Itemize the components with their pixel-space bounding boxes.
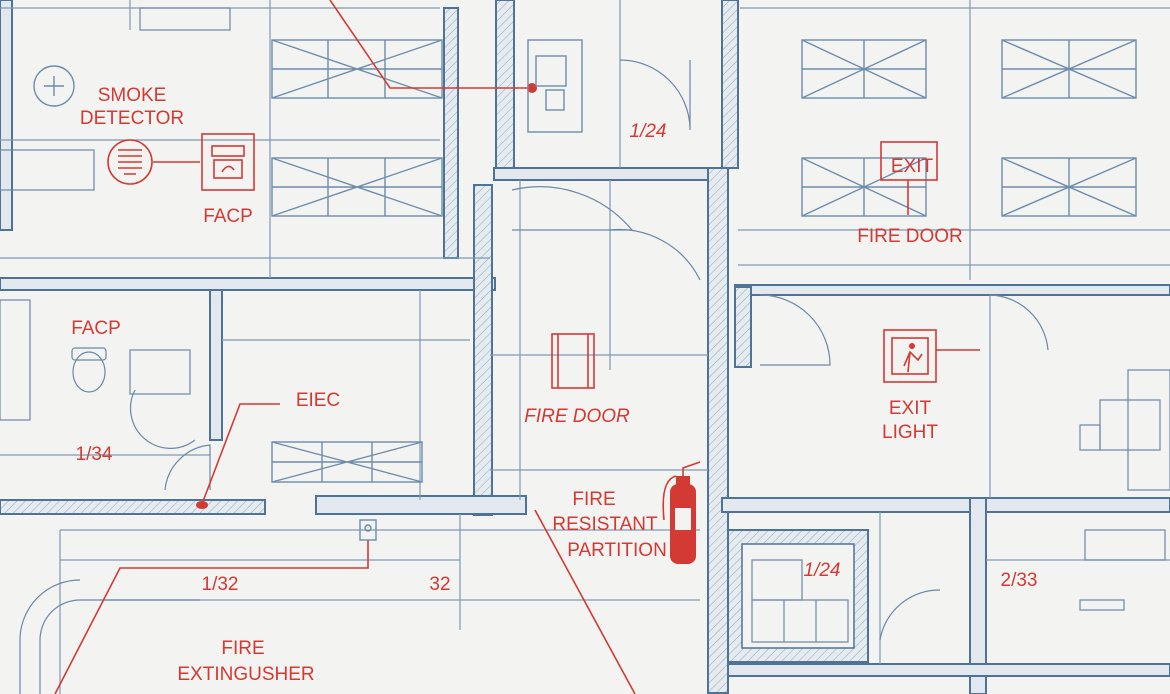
label-fire-door: FIRE DOOR (524, 406, 630, 427)
ceiling-fixtures (271, 39, 1137, 483)
wall-vertical (473, 184, 493, 516)
label-exit-sign: EXIT (891, 156, 934, 177)
facp-panel-icon (201, 133, 255, 191)
label-dimension: 1/24 (804, 560, 841, 581)
wall-vertical (721, 0, 739, 169)
fire-alarm-panel-icon (527, 39, 583, 133)
label-eiec: EIEC (296, 390, 340, 411)
wall-horizontal (727, 663, 1170, 677)
wall-vertical (0, 0, 13, 231)
doors-furniture (0, 7, 1170, 694)
label-dimension: 1/24 (630, 121, 667, 142)
label-fire-extinguisher: FIRE (221, 638, 264, 659)
wall-vertical (969, 497, 987, 694)
wall-horizontal (315, 495, 527, 515)
wall-horizontal (0, 499, 266, 515)
fire-extinguisher-icon (662, 461, 701, 564)
pull-station-icon (359, 519, 377, 541)
label-fire-extinguisher: EXTINGUSHER (177, 664, 314, 685)
leader-lines (54, 0, 980, 694)
label-fire-resistant-partition: FIRE (572, 489, 615, 510)
wall-horizontal (493, 167, 715, 181)
wall-vertical (443, 7, 459, 259)
wall-horizontal (734, 284, 1170, 296)
exit-light-icon (883, 329, 937, 383)
label-smoke-detector: SMOKE (98, 85, 167, 106)
fire-door-icon (551, 333, 595, 389)
wall-vertical (734, 286, 752, 368)
wall-vertical (495, 0, 515, 179)
label-facp: FACP (71, 318, 121, 339)
label-fire-door: FIRE DOOR (857, 226, 963, 247)
wall-vertical (209, 289, 223, 441)
wall-vertical (707, 167, 729, 694)
label-exit-light: EXIT (889, 398, 932, 419)
sprinkler-icon (33, 65, 75, 107)
wall-horizontal (0, 277, 496, 291)
annotations: SMOKE DETECTOR FACP FACP EIEC 1/34 1/32 … (71, 85, 1037, 685)
label-facp: FACP (203, 206, 253, 227)
label-smoke-detector: DETECTOR (80, 108, 184, 129)
label-fire-resistant-partition: PARTITION (567, 540, 667, 561)
label-dimension: 2/33 (1001, 570, 1038, 591)
label-dimension: 1/34 (76, 444, 113, 465)
label-dimension: 1/32 (202, 574, 239, 595)
label-dimension: 32 (429, 574, 450, 595)
label-exit-light: LIGHT (882, 422, 938, 443)
wall-horizontal (721, 497, 1170, 513)
exit-sign-icon (880, 141, 938, 181)
smoke-detector-icon (107, 139, 153, 185)
label-fire-resistant-partition: RESISTANT (552, 514, 658, 535)
